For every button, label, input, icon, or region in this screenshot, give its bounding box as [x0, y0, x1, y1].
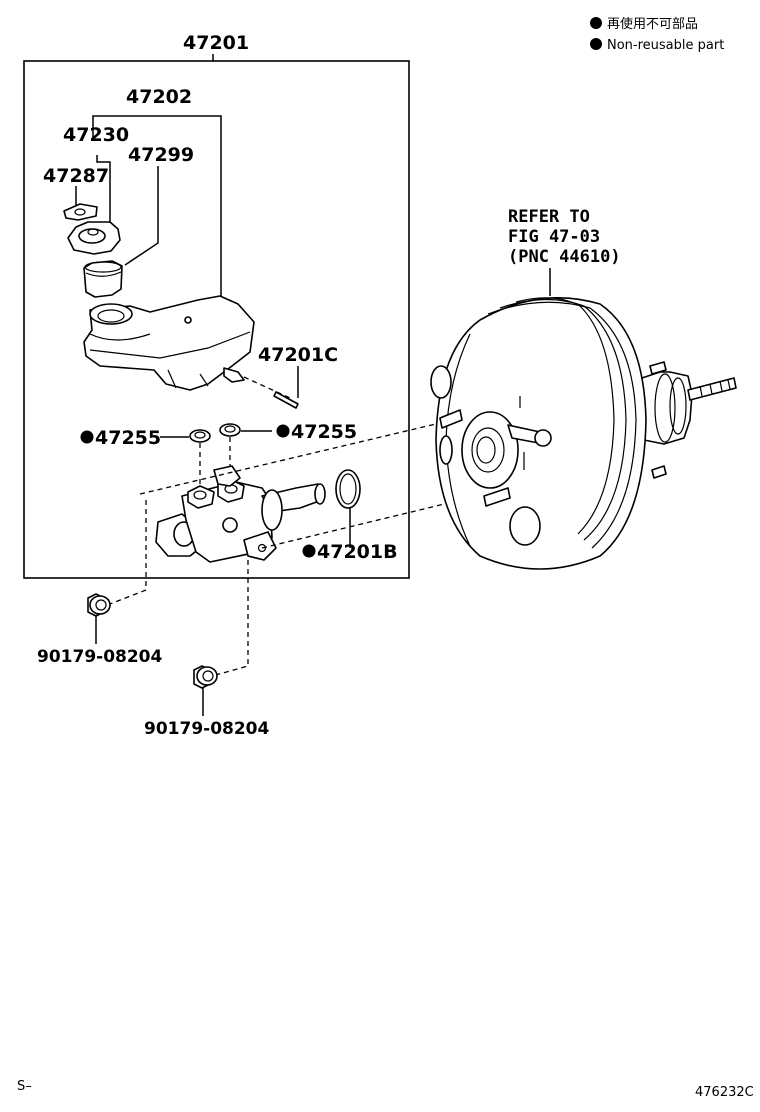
- legend-en-text: Non-reusable part: [607, 38, 724, 53]
- footer-left-code: S–: [17, 1079, 32, 1094]
- reservoir-label: 47202: [126, 86, 192, 108]
- leader-lines: [75, 115, 299, 398]
- legend-jp-text: 再使用不可部品: [607, 16, 698, 32]
- cap-strainer-label: 47299: [128, 144, 194, 166]
- refer-line-3: (PNC 44610): [508, 247, 621, 267]
- non-reusable-marker-icon: [590, 17, 602, 29]
- reservoir-cap-part: [67, 221, 121, 255]
- reservoir-part: [83, 295, 255, 391]
- non-reusable-marker-icon: [80, 430, 94, 444]
- illustration-number: 476232C: [695, 1085, 754, 1100]
- strainer-part: [83, 260, 123, 298]
- nut-1-label: 90179-08204: [37, 647, 163, 667]
- cap-assy-label: 47230: [63, 124, 129, 146]
- cap-clip-part: [63, 203, 98, 221]
- non-reusable-marker-icon: [302, 544, 316, 558]
- non-reusable-marker-icon: [590, 38, 602, 50]
- refer-line-2: FIG 47-03: [508, 227, 600, 247]
- assembly-box: [23, 60, 410, 579]
- nut-2-label: 90179-08204: [144, 719, 270, 739]
- grommet-left-part: [189, 429, 211, 443]
- brake-booster-part: [430, 296, 737, 570]
- master-cylinder-part: [155, 437, 326, 563]
- grommet-right-part: [219, 423, 241, 437]
- cap-clip-label: 47287: [43, 165, 109, 187]
- non-reusable-marker-icon: [276, 424, 290, 438]
- reservoir-pin-label: 47201C: [258, 344, 338, 366]
- refer-to-note: REFER TO FIG 47-03 (PNC 44610): [508, 207, 621, 296]
- nut-1-part: [87, 593, 111, 617]
- oring-inner: [339, 473, 357, 505]
- refer-line-1: REFER TO: [508, 207, 590, 227]
- oring-label: 47201B: [317, 541, 398, 563]
- legend: 再使用不可部品 Non-reusable part: [590, 16, 724, 53]
- booster-alignment-dashes: [109, 422, 491, 677]
- grommet-right-label: 47255: [291, 421, 357, 443]
- pin-alignment-dash: [243, 376, 291, 399]
- assembly-number-label: 47201: [183, 32, 249, 54]
- grommet-left-label: 47255: [95, 427, 161, 449]
- reservoir-pin-part: [273, 391, 299, 409]
- nut-2-part: [193, 665, 218, 689]
